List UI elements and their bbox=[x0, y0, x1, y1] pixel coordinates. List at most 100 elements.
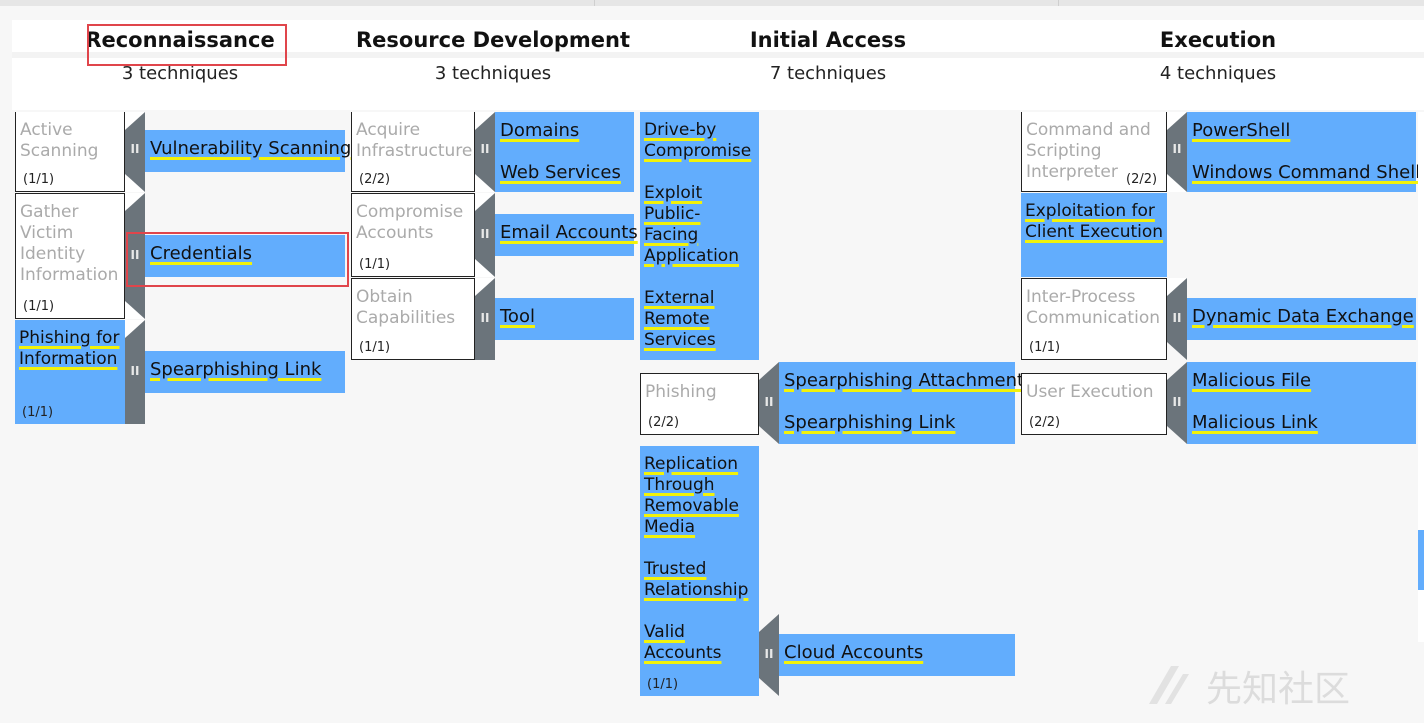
handle-notch bbox=[125, 301, 145, 319]
subtechnique-spearphishing-link[interactable]: Spearphishing Link bbox=[145, 351, 345, 393]
subtechnique-toggle-handle[interactable]: II bbox=[759, 362, 779, 444]
subtechnique-toggle-handle[interactable]: II bbox=[1167, 112, 1187, 192]
subtechnique-toggle-handle[interactable]: II bbox=[1167, 278, 1187, 360]
handle-notch bbox=[1167, 362, 1187, 380]
technique-label: Phishing for Information bbox=[19, 328, 120, 369]
technique-count: (2/2) bbox=[359, 172, 391, 187]
handle-notch bbox=[475, 278, 495, 296]
technique-replication-removable-media[interactable]: Replication Through Removable Media bbox=[644, 454, 739, 537]
technique-count: (1/1) bbox=[22, 405, 54, 420]
technique-command-scripting-interpreter[interactable]: Command and Scripting Interpreter (2/2) bbox=[1021, 112, 1167, 192]
subtechnique-toggle-handle[interactable]: II bbox=[475, 112, 495, 192]
technique-group-initial-access-top: Drive-by Compromise Exploit Public-Facin… bbox=[640, 112, 759, 360]
subtechnique-toggle-handle[interactable]: II bbox=[1167, 362, 1187, 444]
technique-gather-victim-identity[interactable]: Gather Victim Identity Information (1/1) bbox=[15, 193, 125, 319]
technique-count: (1/1) bbox=[23, 299, 55, 314]
handle-notch bbox=[125, 174, 145, 192]
technique-trusted-relationship[interactable]: Trusted Relationship bbox=[644, 559, 749, 600]
tactic-count-initial-access: 7 techniques bbox=[769, 63, 887, 84]
subtechnique-spearphishing-attachment[interactable]: Spearphishing Attachment bbox=[784, 370, 1025, 391]
technique-count: (1/1) bbox=[23, 172, 55, 187]
subtechnique-group-cmd: PowerShell Windows Command Shell bbox=[1187, 112, 1420, 192]
technique-label: Active Scanning bbox=[20, 120, 99, 161]
technique-label: Compromise Accounts bbox=[356, 202, 464, 243]
technique-compromise-accounts[interactable]: Compromise Accounts (1/1) bbox=[351, 193, 475, 277]
handle-notch bbox=[759, 426, 779, 444]
subtechnique-dynamic-data-exchange[interactable]: Dynamic Data Exchange bbox=[1187, 298, 1416, 340]
handle-notch bbox=[759, 614, 779, 632]
tactic-title-execution[interactable]: Execution bbox=[1159, 28, 1277, 52]
subtechnique-toggle-handle[interactable]: II bbox=[125, 193, 145, 319]
technique-label: Command and Scripting Interpreter bbox=[1026, 120, 1151, 182]
top-strip bbox=[0, 0, 1424, 6]
technique-label: Inter-Process Communication bbox=[1026, 287, 1160, 328]
subtechnique-toggle-handle[interactable]: II bbox=[759, 614, 779, 696]
subtechnique-toggle-handle[interactable]: II bbox=[475, 193, 495, 277]
handle-notch bbox=[125, 112, 145, 130]
subtechnique-group-user-exec: Malicious File Malicious Link bbox=[1187, 362, 1416, 444]
technique-count: (2/2) bbox=[1126, 172, 1158, 187]
handle-notch bbox=[475, 259, 495, 277]
watermark-logo-icon bbox=[1149, 666, 1189, 704]
handle-notch bbox=[475, 174, 495, 192]
tactic-title-initial-access[interactable]: Initial Access bbox=[749, 28, 907, 52]
technique-label: User Execution bbox=[1026, 382, 1154, 402]
subtechnique-tool[interactable]: Tool bbox=[495, 298, 634, 340]
technique-count: (2/2) bbox=[1029, 415, 1061, 430]
subtechnique-spearphishing-link[interactable]: Spearphishing Link bbox=[784, 412, 956, 433]
next-column-edge bbox=[1418, 112, 1424, 642]
technique-external-remote-services[interactable]: External Remote Services bbox=[644, 288, 716, 350]
technique-inter-process-communication[interactable]: Inter-Process Communication (1/1) bbox=[1021, 278, 1167, 360]
technique-acquire-infrastructure[interactable]: Acquire Infrastructure (2/2) bbox=[351, 112, 475, 192]
subtechnique-toggle-handle[interactable]: II bbox=[125, 320, 145, 424]
technique-count: (1/1) bbox=[647, 677, 679, 692]
tactic-title-reconnaissance[interactable]: Reconnaissance bbox=[85, 28, 275, 52]
next-column-technique-edge bbox=[1418, 530, 1424, 590]
subtechnique-windows-command-shell[interactable]: Windows Command Shell bbox=[1192, 162, 1421, 183]
technique-phishing[interactable]: Phishing (2/2) bbox=[640, 373, 759, 435]
technique-label: Gather Victim Identity Information bbox=[20, 202, 119, 285]
handle-notch bbox=[1167, 342, 1187, 360]
subtechnique-domains[interactable]: Domains bbox=[500, 120, 580, 141]
subtechnique-malicious-file[interactable]: Malicious File bbox=[1192, 370, 1312, 391]
subtechnique-email-accounts[interactable]: Email Accounts bbox=[495, 214, 638, 256]
technique-active-scanning[interactable]: Active Scanning (1/1) bbox=[15, 112, 125, 192]
technique-phishing-for-information[interactable]: Phishing for Information (1/1) bbox=[15, 320, 125, 424]
technique-drive-by-compromise[interactable]: Drive-by Compromise bbox=[644, 120, 752, 161]
watermark-text: 先知社区 bbox=[1206, 669, 1351, 710]
handle-notch bbox=[125, 320, 145, 338]
technique-obtain-capabilities[interactable]: Obtain Capabilities (1/1) bbox=[351, 278, 475, 360]
technique-label: Obtain Capabilities bbox=[356, 287, 456, 328]
handle-notch bbox=[1167, 112, 1187, 130]
technique-exploit-public-facing[interactable]: Exploit Public-Facing Application bbox=[644, 183, 739, 266]
tactic-count-resource-development: 3 techniques bbox=[434, 63, 552, 84]
handle-notch bbox=[1167, 278, 1187, 296]
subtechnique-powershell[interactable]: PowerShell bbox=[1192, 120, 1291, 141]
technique-valid-accounts[interactable]: Valid Accounts bbox=[644, 622, 722, 663]
handle-notch bbox=[475, 193, 495, 211]
handle-notch bbox=[475, 112, 495, 130]
subtechnique-malicious-link[interactable]: Malicious Link bbox=[1192, 412, 1318, 433]
subtechnique-vulnerability-scanning[interactable]: Vulnerability Scanning bbox=[145, 130, 351, 172]
technique-count: (1/1) bbox=[359, 340, 391, 355]
handle-notch bbox=[1167, 426, 1187, 444]
subtechnique-domains-web-services: Domains Web Services bbox=[495, 112, 634, 192]
header-separator bbox=[12, 52, 1424, 58]
subtechnique-toggle-handle[interactable]: II bbox=[475, 278, 495, 360]
subtechnique-credentials[interactable]: Credentials bbox=[145, 235, 345, 277]
technique-count: (2/2) bbox=[648, 415, 680, 430]
technique-count: (1/1) bbox=[1029, 340, 1061, 355]
highlight-box-reconnaissance bbox=[87, 24, 287, 66]
handle-notch bbox=[759, 678, 779, 696]
technique-user-execution[interactable]: User Execution (2/2) bbox=[1021, 373, 1167, 435]
tactic-title-resource-development[interactable]: Resource Development bbox=[355, 28, 631, 52]
handle-notch bbox=[1167, 174, 1187, 192]
technique-group-initial-access-bottom: Replication Through Removable Media Trus… bbox=[640, 446, 759, 696]
highlight-box-credentials bbox=[126, 232, 349, 287]
handle-notch bbox=[125, 193, 145, 211]
technique-exploitation-client-execution[interactable]: Exploitation for Client Execution bbox=[1021, 193, 1167, 277]
subtechnique-web-services[interactable]: Web Services bbox=[500, 162, 621, 183]
subtechnique-toggle-handle[interactable]: II bbox=[125, 112, 145, 192]
subtechnique-cloud-accounts[interactable]: Cloud Accounts bbox=[779, 634, 1015, 676]
technique-count: (1/1) bbox=[359, 257, 391, 272]
